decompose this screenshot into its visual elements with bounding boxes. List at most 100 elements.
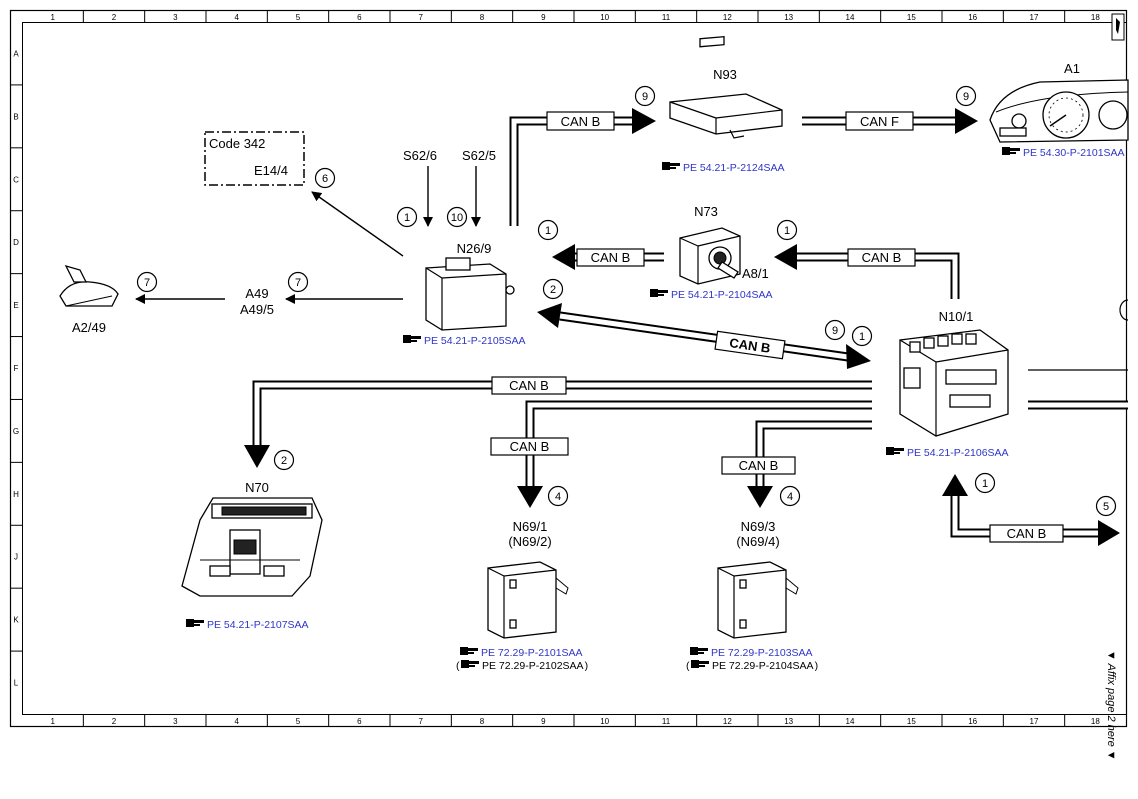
grid-col-label: 14 [846, 13, 855, 22]
ref-text[interactable]: PE 54.21-P-2106SAA [907, 447, 1009, 459]
marker-n693: 4 [779, 485, 801, 507]
ref-link-n69-3[interactable]: PE 72.29-P-2103SAA [690, 647, 813, 659]
grid-col-label: 4 [234, 13, 239, 22]
n93-module [669, 35, 783, 139]
grid-col-label: 12 [723, 13, 732, 22]
ref-link-n69-2[interactable]: (PE 72.29-P-2102SAA) [456, 660, 588, 672]
ref-link-n69-4[interactable]: (PE 72.29-P-2104SAA) [686, 660, 818, 672]
label-n69-3: N69/3 [741, 519, 776, 534]
marker-number: 9 [963, 91, 969, 103]
grid-col-label: 8 [480, 717, 485, 726]
marker-bus1: 1 [851, 325, 873, 347]
ref-link-n10[interactable]: PE 54.21-P-2106SAA [886, 447, 1009, 459]
ref-text[interactable]: PE 54.21-P-2105SAA [424, 335, 526, 347]
hand-pointer-icon [460, 647, 478, 655]
grid-col-label: 15 [907, 13, 916, 22]
grid-col-label: 6 [357, 717, 362, 726]
label-a1: A1 [1064, 61, 1080, 76]
n73-ignition-switch [679, 227, 741, 285]
code-342-label: Code 342 [209, 136, 265, 151]
grid-row-label: J [14, 553, 18, 562]
inner-frame [22, 22, 1127, 715]
e14-4-label: E14/4 [254, 163, 288, 178]
marker-n93: 9 [634, 85, 656, 107]
grid-col-label: 2 [112, 13, 117, 22]
ref-link-n26[interactable]: PE 54.21-P-2105SAA [403, 335, 526, 347]
side-note: ▼ Affix page 2 here ▼ [1105, 650, 1117, 761]
ref-link-n73[interactable]: PE 54.21-P-2104SAA [650, 289, 773, 301]
n26-9-module [425, 257, 515, 331]
a1-instrument-cluster [989, 79, 1129, 143]
grid-col-label: 11 [662, 13, 671, 22]
grid-col-label: 16 [968, 13, 977, 22]
ref-link-n70[interactable]: PE 54.21-P-2107SAA [186, 619, 309, 631]
marker-n691: 4 [547, 485, 569, 507]
label-n73: N73 [694, 204, 718, 219]
n10-1-sam-module [899, 329, 1009, 437]
marker-number: 1 [784, 225, 790, 237]
marker-number: 2 [281, 455, 287, 467]
hand-pointer-icon [186, 619, 204, 627]
marker-number: 4 [787, 491, 793, 503]
label-a49: A49 [245, 286, 268, 301]
grid-row-label: F [14, 364, 19, 373]
ref-link-a1[interactable]: PE 54.30-P-2101SAA [1002, 147, 1125, 159]
bus-n26-n93: CAN B [509, 108, 656, 226]
grid-col-label: 10 [600, 13, 609, 22]
ref-link-n93[interactable]: PE 54.21-P-2124SAA [662, 162, 785, 174]
ref-text[interactable]: PE 54.30-P-2101SAA [1023, 147, 1125, 159]
label-n69-2: (N69/2) [508, 534, 551, 549]
bus-label-n10-n69-3: CAN B [739, 458, 779, 473]
n69-1-door-module [487, 561, 569, 639]
bus-n26-n10: CAN B [537, 303, 871, 369]
marker-number: 1 [545, 225, 551, 237]
marker-number: 7 [295, 277, 301, 289]
ref-text[interactable]: PE 72.29-P-2104SAA [712, 660, 814, 672]
grid-col-label: 10 [600, 717, 609, 726]
ref-text[interactable]: PE 54.21-P-2107SAA [207, 619, 309, 631]
marker-a1: 9 [955, 85, 977, 107]
grid-row-label: B [13, 112, 18, 121]
bus-label-n10-n69-1: CAN B [510, 439, 550, 454]
label-n69-4: (N69/4) [736, 534, 779, 549]
marker-number: 4 [555, 491, 561, 503]
paren-open: ( [686, 660, 690, 672]
n70-overhead-panel [181, 497, 323, 597]
grid-col-label: 5 [296, 717, 301, 726]
bus-n10-n73: CAN B [774, 244, 960, 299]
marker-number: 6 [322, 173, 328, 185]
grid-col-label: 2 [112, 717, 117, 726]
marker-a81: 1 [776, 219, 798, 241]
ref-text[interactable]: PE 72.29-P-2102SAA [482, 660, 584, 672]
ref-text[interactable]: PE 54.21-P-2124SAA [683, 162, 785, 174]
label-s62-6: S62/6 [403, 148, 437, 163]
bus-n10-n69-1: CAN B [490, 400, 872, 508]
bus-label-n26-n10: CAN B [728, 335, 771, 356]
ref-text[interactable]: PE 72.29-P-2103SAA [711, 647, 813, 659]
n69-3-door-module [717, 561, 799, 639]
grid-col-label: 7 [418, 13, 423, 22]
marker-number: 1 [404, 212, 410, 224]
ref-text[interactable]: PE 54.21-P-2104SAA [671, 289, 773, 301]
marker-a249: 7 [136, 271, 158, 293]
a2-49-antenna [59, 264, 119, 307]
marker-a49: 7 [287, 271, 309, 293]
grid-row-label: G [13, 427, 19, 436]
bus-n10-n69-3: CAN B [721, 420, 872, 508]
grid-col-label: 17 [1030, 13, 1039, 22]
ref-link-n69-1[interactable]: PE 72.29-P-2101SAA [460, 647, 583, 659]
marker-number: 2 [550, 284, 556, 296]
marker-n73: 1 [537, 219, 559, 241]
marker-number: 7 [144, 277, 150, 289]
grid-col-label: 8 [480, 13, 485, 22]
grid-col-label: 4 [234, 717, 239, 726]
bus-n93-a1: CAN F [802, 108, 978, 134]
ref-text[interactable]: PE 72.29-P-2101SAA [481, 647, 583, 659]
bus-n73-n26: CAN B [552, 244, 664, 270]
marker-s625: 10 [446, 206, 468, 228]
label-n69-1: N69/1 [513, 519, 548, 534]
grid-row-label: H [13, 490, 19, 499]
grid-row-label: K [13, 616, 19, 625]
hand-pointer-icon [1002, 147, 1020, 155]
